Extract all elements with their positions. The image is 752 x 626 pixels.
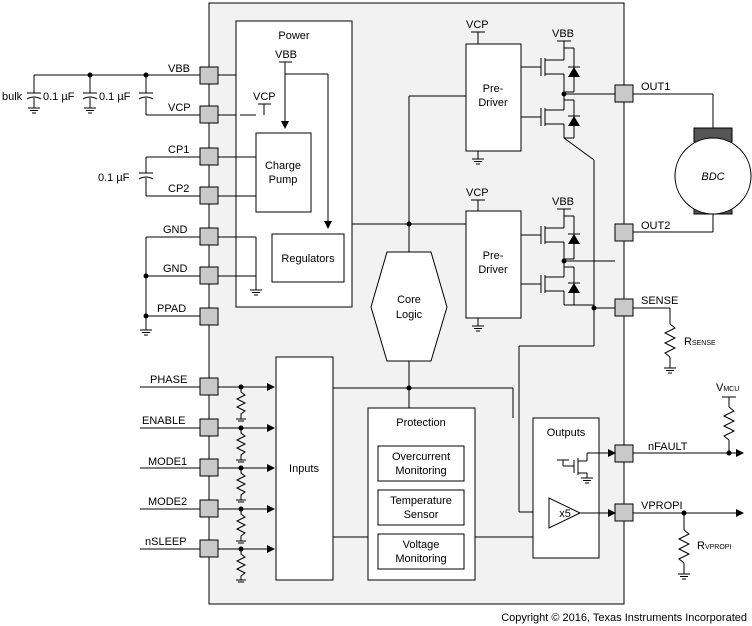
voltage-block xyxy=(377,533,465,570)
pin-label-nfault: nFAULT xyxy=(648,441,688,453)
v-mcu-label: VMCU xyxy=(716,382,739,394)
pin-nfault xyxy=(614,444,634,463)
outputs-block xyxy=(532,417,600,559)
pin-vbb xyxy=(199,66,219,85)
cap-a-label: 0.1 µF xyxy=(43,91,75,103)
vpropi-resistor xyxy=(633,509,744,580)
pin-label-enable: ENABLE xyxy=(142,415,185,427)
pin-gnd1 xyxy=(199,227,219,246)
pin-label-phase: PHASE xyxy=(150,374,187,386)
pin-label-nsleep: nSLEEP xyxy=(145,536,187,548)
inputs-label: Inputs xyxy=(289,463,319,475)
pin-label-vbb: VBB xyxy=(168,63,190,75)
voltage-label-1: Voltage xyxy=(403,539,440,551)
temperature-block xyxy=(377,489,465,526)
hs2-vbb-label: VBB xyxy=(552,196,574,208)
nfault-pullup xyxy=(633,396,744,457)
hs1-vbb-label: VBB xyxy=(552,28,574,40)
pin-label-gnd2: GND xyxy=(163,263,188,275)
predriver1-block xyxy=(465,43,522,152)
pin-gnd2 xyxy=(199,266,219,285)
copyright-footer: Copyright © 2016, Texas Instruments Inco… xyxy=(501,612,747,624)
pin-label-vpropi: VPROPI xyxy=(641,500,683,512)
regulators-label: Regulators xyxy=(281,253,335,265)
charge-pump-block xyxy=(255,132,312,213)
predriver2-vcp-label: VCP xyxy=(466,187,489,199)
pin-out1 xyxy=(614,84,634,103)
pin-vpropi xyxy=(614,503,634,522)
pin-label-cp1: CP1 xyxy=(168,144,189,156)
power-vcp-label: VCP xyxy=(253,91,276,103)
pin-mode2 xyxy=(199,499,219,518)
r-sense-label: RSENSE xyxy=(684,336,716,348)
power-block-title: Power xyxy=(278,30,310,42)
inputs-block xyxy=(275,356,334,581)
voltage-label-2: Monitoring xyxy=(395,553,446,565)
overcurrent-label-1: Overcurrent xyxy=(392,451,450,463)
pin-nsleep xyxy=(199,539,219,558)
pin-label-mode1: MODE1 xyxy=(148,456,187,468)
input-signal-lines xyxy=(140,386,200,550)
current-amplifier xyxy=(548,497,616,529)
power-vbb-label: VBB xyxy=(275,49,297,61)
motor-label: BDC xyxy=(701,171,724,183)
motor-wiring xyxy=(633,93,714,233)
overcurrent-block xyxy=(377,445,465,482)
charge-pump-capacitor xyxy=(138,156,200,197)
pin-mode1 xyxy=(199,458,219,477)
ground-connections xyxy=(140,236,200,336)
input-pulldowns xyxy=(218,383,275,583)
pin-sense xyxy=(614,298,634,317)
temperature-label-1: Temperature xyxy=(390,495,452,507)
motor-bdc xyxy=(674,137,752,215)
outputs-title: Outputs xyxy=(547,427,586,439)
charge-pump-label-1: Charge xyxy=(265,160,301,172)
overcurrent-label-2: Monitoring xyxy=(395,465,446,477)
predriver2-label-2: Driver xyxy=(478,264,508,276)
pin-ppad xyxy=(199,307,219,326)
predriver-supplies xyxy=(471,31,485,332)
predriver1-label-2: Driver xyxy=(478,97,508,109)
core-logic-label-2: Logic xyxy=(396,309,423,321)
pin-label-sense: SENSE xyxy=(641,295,678,307)
pin-phase xyxy=(199,377,219,396)
nfault-open-drain-fet xyxy=(557,449,616,484)
temperature-label-2: Sensor xyxy=(404,509,439,521)
pin-out2 xyxy=(614,223,634,242)
predriver1-vcp-label: VCP xyxy=(466,19,489,31)
r-vpropi-label: RVPROPI xyxy=(697,540,731,552)
pin-cp1 xyxy=(199,147,219,166)
pin-vcp xyxy=(199,105,219,124)
sense-resistor xyxy=(633,307,677,374)
pin-label-ppad: PPAD xyxy=(157,303,186,315)
cap-cp-label: 0.1 µF xyxy=(98,172,130,184)
core-logic-block xyxy=(370,251,448,362)
predriver2-label-1: Pre- xyxy=(483,250,504,262)
pin-enable xyxy=(199,418,219,437)
pin-label-mode2: MODE2 xyxy=(148,496,187,508)
pin-cp2 xyxy=(199,186,219,205)
pin-label-out1: OUT1 xyxy=(641,81,670,93)
pin-label-out2: OUT2 xyxy=(641,220,670,232)
bulk-label: bulk xyxy=(2,91,23,103)
power-internal-wiring xyxy=(218,61,332,296)
predriver2-block xyxy=(465,210,522,319)
h-bridge-fets xyxy=(521,40,615,346)
cap-b-label: 0.1 µF xyxy=(99,91,131,103)
charge-pump-label-2: Pump xyxy=(269,174,298,186)
regulators-block xyxy=(271,233,345,283)
predriver1-label-1: Pre- xyxy=(483,83,504,95)
pin-label-vcp: VCP xyxy=(168,102,191,114)
protection-title: Protection xyxy=(396,417,446,429)
supply-capacitors xyxy=(26,72,200,116)
core-logic-label-1: Core xyxy=(397,294,421,306)
pin-label-gnd1: GND xyxy=(163,224,188,236)
pin-label-cp2: CP2 xyxy=(168,183,189,195)
amplifier-gain-label: x5 xyxy=(559,508,571,520)
